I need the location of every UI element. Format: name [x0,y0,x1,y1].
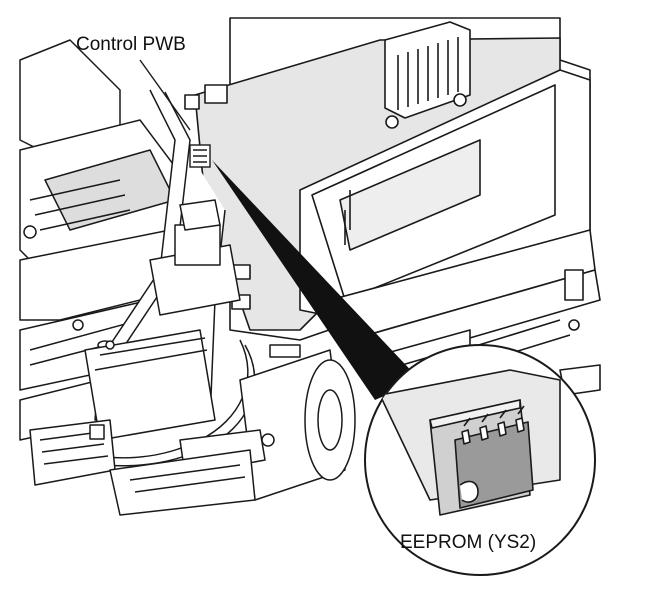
eeprom-location [189,144,211,168]
control-pwb-leader-line [139,59,191,131]
eeprom-label: EEPROM (YS2) [400,532,537,553]
control-board-assembly [184,17,601,396]
control-pwb-label: Control PWB [76,34,186,55]
callout-pointer [212,160,420,400]
heat-sink [384,21,471,129]
left-mechanism [19,39,356,516]
magnified-view [364,344,596,576]
